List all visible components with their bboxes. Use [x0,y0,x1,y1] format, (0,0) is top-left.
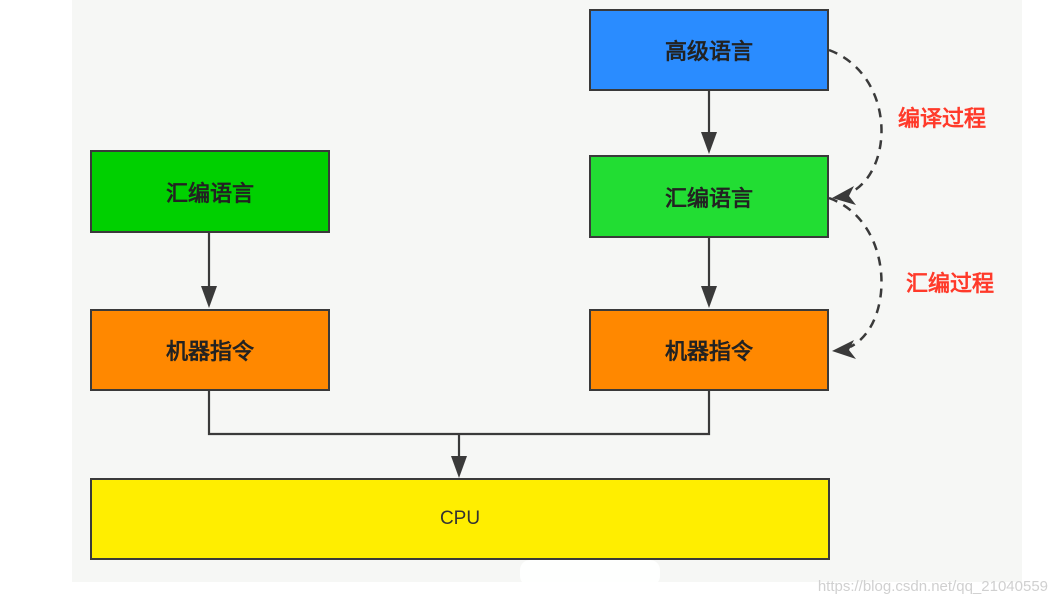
right-machine-instruction-label: 机器指令 [664,340,753,365]
image-artifact [520,560,660,586]
high-level-language-label: 高级语言 [664,40,753,65]
right-machine-instruction-box: 机器指令 [589,309,829,391]
cpu-label: CPU [439,508,481,529]
arrowhead-right-assembly-to-machine [701,286,717,308]
arrowhead-high-to-assembly [701,132,717,154]
left-assembly-language-label: 汇编语言 [165,181,254,207]
right-assembly-language-label: 汇编语言 [664,186,753,212]
right-assembly-language-box: 汇编语言 [589,155,829,238]
arrowhead-merge-to-cpu [451,456,467,478]
arrowhead-compile [832,186,856,205]
assemble-process-label: 汇编过程 [906,272,995,297]
arrowhead-left-assembly-to-machine [201,286,217,308]
arrowhead-assemble [832,340,856,359]
cpu-box: CPU [90,478,830,560]
high-level-language-box: 高级语言 [589,9,829,91]
left-machine-instruction-label: 机器指令 [165,340,254,365]
compile-process-label: 编译过程 [898,107,987,132]
dashed-curve-assemble [828,196,883,349]
dashed-curve-compile [828,48,883,195]
left-assembly-language-box: 汇编语言 [90,150,330,233]
connector-machines-to-cpu [207,390,711,436]
watermark-text: https://blog.csdn.net/qq_21040559 [817,578,1048,595]
left-machine-instruction-box: 机器指令 [90,309,330,391]
